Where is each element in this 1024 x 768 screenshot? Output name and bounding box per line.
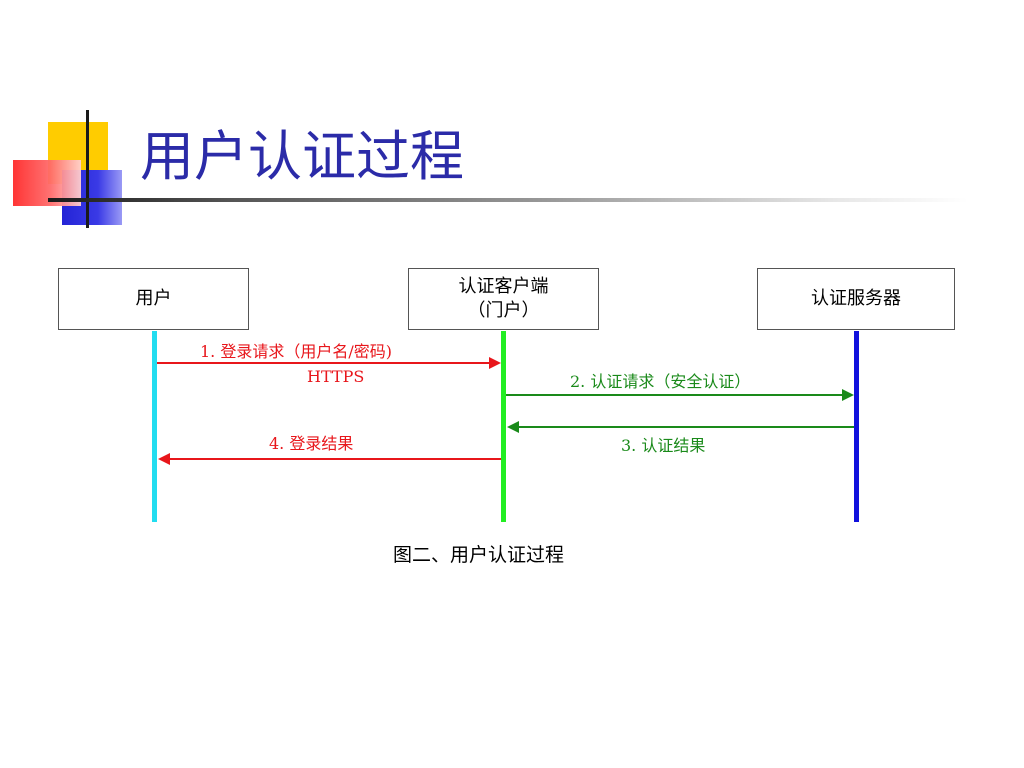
actor-server-label: 认证服务器 xyxy=(811,288,901,309)
message-2-arrowhead xyxy=(842,389,854,401)
message-4-arrow-line xyxy=(170,458,501,460)
decorative-vertical-line xyxy=(86,110,89,228)
message-1-arrow-line xyxy=(157,362,489,364)
message-4-arrowhead xyxy=(158,453,170,465)
message-1-arrowhead xyxy=(489,357,501,369)
message-4-label: 4. 登录结果 xyxy=(269,434,354,453)
actor-server-box: 认证服务器 xyxy=(757,268,955,330)
actor-user-box: 用户 xyxy=(58,268,249,330)
actor-client-box: 认证客户端 （门户） xyxy=(408,268,599,330)
message-2-arrow-line xyxy=(506,394,842,396)
message-2-label: 2. 认证请求（安全认证） xyxy=(570,372,751,391)
actor-user-label: 用户 xyxy=(135,288,172,309)
lifeline-server xyxy=(854,331,859,522)
lifeline-client xyxy=(501,331,506,522)
message-3-arrowhead xyxy=(507,421,519,433)
message-1-protocol: HTTPS xyxy=(307,367,365,386)
slide-title: 用户认证过程 xyxy=(140,125,464,188)
message-3-arrow-line xyxy=(519,426,854,428)
actor-client-label: 认证客户端 xyxy=(458,276,549,297)
actor-client-sublabel: （门户） xyxy=(467,300,540,321)
title-underline xyxy=(48,198,968,202)
message-3-label: 3. 认证结果 xyxy=(621,436,706,455)
message-1-label: 1. 登录请求（用户名/密码) xyxy=(200,342,392,361)
lifeline-user xyxy=(152,331,157,522)
figure-caption: 图二、用户认证过程 xyxy=(393,544,565,566)
